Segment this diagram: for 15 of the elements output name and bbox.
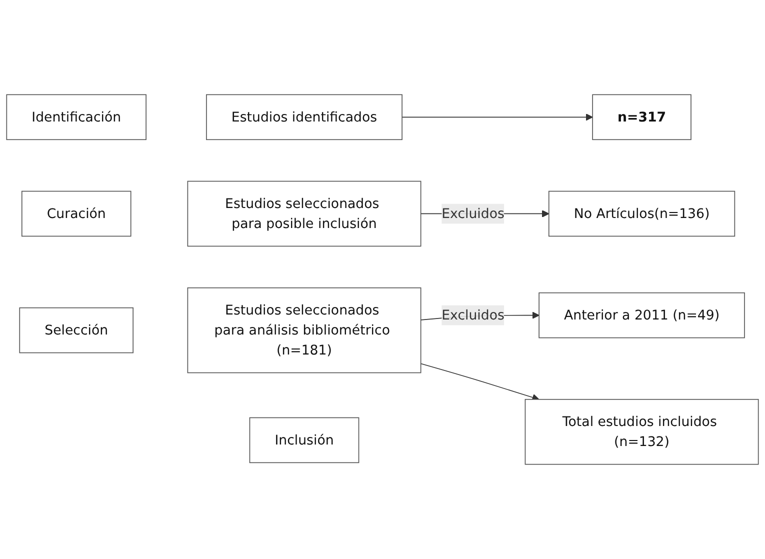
node-box: No Artículos(n=136) xyxy=(548,190,736,237)
edge-label: Excluidos xyxy=(442,306,504,323)
arrow xyxy=(402,113,593,121)
node-box: Selección xyxy=(19,307,134,354)
node-box: Inclusión xyxy=(249,417,360,464)
node-box: n=317 xyxy=(592,94,692,140)
node-box: Identificación xyxy=(6,94,146,140)
node-box: Estudios identificados xyxy=(206,94,402,140)
node-box: Estudios seleccionados para posible inclusión xyxy=(187,180,422,247)
arrow xyxy=(420,363,540,401)
node-box: Anterior a 2011 (n=49) xyxy=(538,292,745,338)
edge-label: Excluidos xyxy=(442,205,504,222)
node-box: Total estudios incluidos (n=132) xyxy=(524,398,759,465)
node-box: Estudios seleccionados para análisis bibliométrico (n=181) xyxy=(187,287,422,374)
node-box: Curación xyxy=(21,190,132,237)
